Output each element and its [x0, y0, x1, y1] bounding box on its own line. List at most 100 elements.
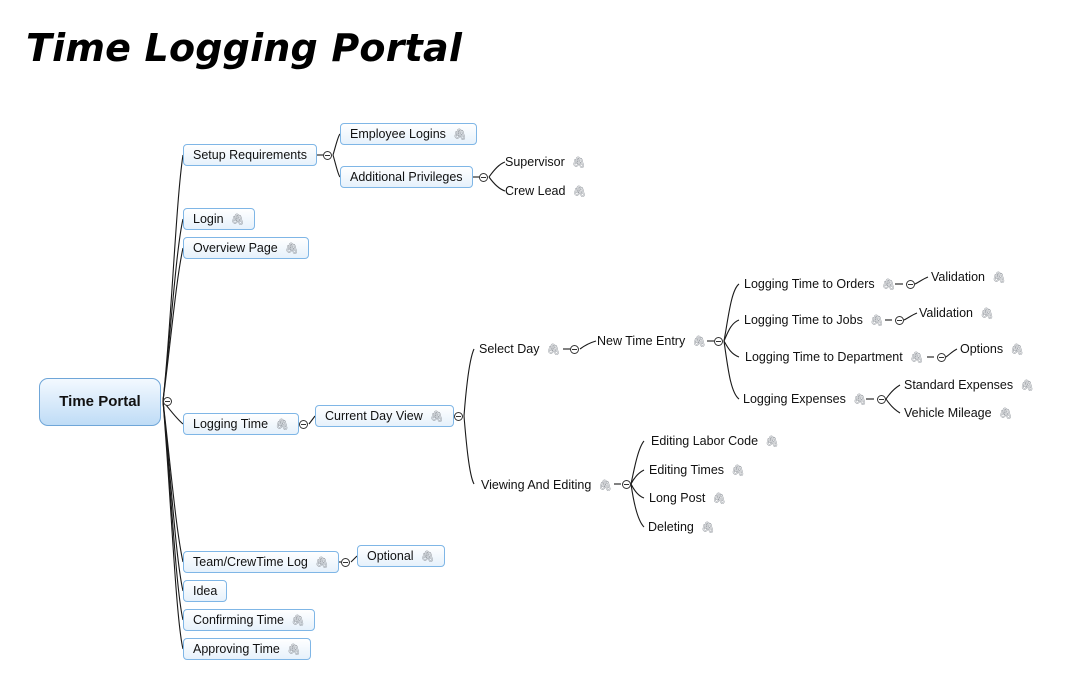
paperclip-icon[interactable]: 🖇 [731, 465, 745, 477]
paperclip-icon[interactable]: 🖇 [991, 272, 1006, 284]
node-editing-labor-code[interactable]: Editing Labor Code 🖇 [651, 433, 779, 450]
node-vehicle-mileage[interactable]: Vehicle Mileage 🖇 [904, 405, 1013, 422]
minus-circle-icon[interactable] [937, 353, 946, 362]
node-confirming-time[interactable]: Confirming Time 🖇 [183, 609, 315, 631]
node-label: Crew Lead [505, 184, 566, 198]
node-label: Supervisor [505, 155, 565, 169]
minus-circle-icon[interactable] [895, 316, 904, 325]
paperclip-icon[interactable]: 🖇 [869, 315, 884, 327]
node-optional[interactable]: Optional 🖇 [357, 545, 445, 567]
node-label: Deleting [648, 520, 694, 534]
root-node-label: Time Portal [59, 393, 141, 410]
node-logging-time-to-jobs[interactable]: Logging Time to Jobs 🖇 [744, 312, 884, 329]
paperclip-icon[interactable]: 🖇 [420, 551, 435, 563]
node-label: Long Post [649, 491, 706, 505]
node-logging-expenses[interactable]: Logging Expenses 🖇 [743, 391, 867, 408]
node-viewing-and-editing[interactable]: Viewing And Editing 🖇 [481, 477, 612, 494]
node-label: Vehicle Mileage [904, 406, 992, 420]
root-node-time-portal[interactable]: Time Portal [39, 378, 161, 426]
node-logging-time[interactable]: Logging Time 🖇 [183, 413, 300, 435]
node-label: Logging Time [193, 417, 269, 431]
paperclip-icon[interactable]: 🖇 [881, 279, 896, 291]
node-employee-logins[interactable]: Employee Logins 🖇 [340, 123, 477, 145]
node-label: Employee Logins [350, 127, 446, 141]
node-validation-jobs[interactable]: Validation 🖇 [919, 305, 994, 322]
node-label: Team/CrewTime Log [193, 555, 308, 569]
node-options[interactable]: Options🖇 [960, 341, 1024, 358]
node-label: Confirming Time [193, 613, 284, 627]
page-title: Time Logging Portal [26, 26, 463, 70]
node-standard-expenses[interactable]: Standard Expenses 🖇 [904, 377, 1034, 394]
node-label: Login [193, 212, 224, 226]
node-logging-time-to-orders[interactable]: Logging Time to Orders 🖇 [744, 276, 896, 293]
node-setup-requirements[interactable]: Setup Requirements [183, 144, 317, 166]
node-approving-time[interactable]: Approving Time 🖇 [183, 638, 311, 660]
paperclip-icon[interactable]: 🖇 [1010, 344, 1025, 356]
minus-circle-icon[interactable] [570, 345, 579, 354]
paperclip-icon[interactable]: 🖇 [286, 644, 301, 656]
paperclip-icon[interactable]: 🖇 [852, 394, 867, 406]
paperclip-icon[interactable]: 🖇 [452, 129, 467, 141]
minus-circle-icon[interactable] [479, 173, 488, 182]
paperclip-icon[interactable]: 🖇 [275, 419, 290, 431]
node-team-crewtime-log[interactable]: Team/CrewTime Log 🖇 [183, 551, 339, 573]
paperclip-icon[interactable]: 🖇 [546, 344, 561, 356]
paperclip-icon[interactable]: 🖇 [979, 308, 994, 320]
node-label: Standard Expenses [904, 378, 1014, 392]
minus-circle-icon[interactable] [622, 480, 631, 489]
node-label: Validation [931, 270, 985, 284]
node-label: Validation [919, 306, 973, 320]
node-select-day[interactable]: Select Day 🖇 [479, 341, 560, 358]
paperclip-icon[interactable]: 🖇 [429, 411, 444, 423]
node-supervisor[interactable]: Supervisor 🖇 [505, 154, 586, 171]
node-label: Approving Time [193, 642, 280, 656]
paperclip-icon[interactable]: 🖇 [571, 157, 586, 169]
node-deleting[interactable]: Deleting 🖇 [648, 519, 715, 536]
node-label: Editing Labor Code [651, 434, 759, 448]
minus-circle-icon[interactable] [163, 397, 172, 406]
node-label: Current Day View [325, 409, 423, 423]
node-validation-orders[interactable]: Validation 🖇 [931, 269, 1006, 286]
paperclip-icon[interactable]: 🖇 [314, 557, 329, 569]
paperclip-icon[interactable]: 🖇 [572, 186, 587, 198]
node-overview-page[interactable]: Overview Page 🖇 [183, 237, 309, 259]
paperclip-icon[interactable]: 🖇 [1020, 380, 1035, 392]
node-label: Idea [193, 584, 218, 598]
node-label: Logging Time to Orders [744, 277, 875, 291]
node-crew-lead[interactable]: Crew Lead 🖇 [505, 183, 586, 200]
node-label: Logging Time to Department [745, 350, 903, 364]
node-new-time-entry[interactable]: New Time Entry 🖇 [597, 333, 706, 350]
minus-circle-icon[interactable] [323, 151, 332, 160]
paperclip-icon[interactable]: 🖇 [712, 493, 727, 505]
paperclip-icon[interactable]: 🖇 [284, 243, 299, 255]
node-label: Select Day [479, 342, 540, 356]
paperclip-icon[interactable]: 🖇 [765, 436, 779, 448]
node-label: Optional [367, 549, 414, 563]
node-additional-privileges[interactable]: Additional Privileges [340, 166, 473, 188]
paperclip-icon[interactable]: 🖇 [909, 352, 924, 364]
paperclip-icon[interactable]: 🖇 [998, 408, 1013, 420]
node-editing-times[interactable]: Editing Times🖇 [649, 462, 745, 479]
minus-circle-icon[interactable] [906, 280, 915, 289]
paperclip-icon[interactable]: 🖇 [700, 522, 715, 534]
node-label: Additional Privileges [350, 170, 463, 184]
minus-circle-icon[interactable] [877, 395, 886, 404]
node-idea[interactable]: Idea [183, 580, 228, 602]
node-label: Logging Time to Jobs [744, 313, 863, 327]
minus-circle-icon[interactable] [299, 420, 308, 429]
paperclip-icon[interactable]: 🖇 [692, 336, 707, 348]
node-label: Viewing And Editing [481, 478, 592, 492]
node-label: Overview Page [193, 241, 278, 255]
node-label: Logging Expenses [743, 392, 846, 406]
node-long-post[interactable]: Long Post 🖇 [649, 490, 726, 507]
paperclip-icon[interactable]: 🖇 [291, 615, 305, 627]
node-logging-time-to-department[interactable]: Logging Time to Department 🖇 [745, 349, 924, 366]
node-label: New Time Entry [597, 334, 686, 348]
paperclip-icon[interactable]: 🖇 [598, 480, 613, 492]
minus-circle-icon[interactable] [714, 337, 723, 346]
node-login[interactable]: Login 🖇 [183, 208, 255, 230]
paperclip-icon[interactable]: 🖇 [230, 214, 245, 226]
minus-circle-icon[interactable] [341, 558, 350, 567]
minus-circle-icon[interactable] [454, 412, 463, 421]
node-current-day-view[interactable]: Current Day View 🖇 [315, 405, 454, 427]
